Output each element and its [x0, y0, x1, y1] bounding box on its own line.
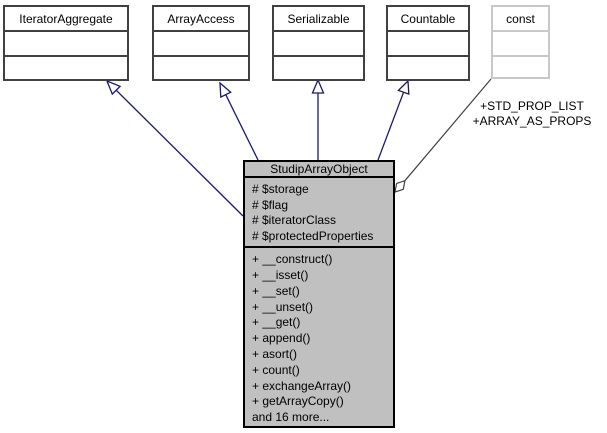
method-line: + append() — [252, 331, 311, 346]
empty-attributes-compartment — [5, 32, 127, 57]
method-line: + __isset() — [252, 268, 309, 283]
empty-methods-compartment — [274, 57, 363, 79]
const-edge-labels: +STD_PROP_LIST +ARRAY_AS_PROPS — [458, 99, 606, 129]
method-line: + __construct() — [252, 252, 333, 267]
interface-box-iteratoraggregate[interactable]: IteratorAggregate — [3, 5, 129, 81]
interface-name: ArrayAccess — [154, 7, 248, 32]
empty-methods-compartment — [5, 57, 127, 79]
method-line: + count() — [252, 362, 300, 377]
const-box-title: const — [493, 7, 548, 32]
inheritance-arrow-iteratoraggregate — [105, 79, 244, 217]
class-name: StudipArrayObject — [245, 162, 393, 179]
method-line: + getArrayCopy() — [252, 394, 344, 409]
attribute-line: # $flag — [252, 197, 289, 212]
attribute-line: # $protectedProperties — [252, 228, 374, 243]
empty-attributes-compartment — [493, 32, 548, 57]
empty-attributes-compartment — [154, 32, 248, 57]
class-attributes-compartment: # $storage # $flag # $iteratorClass # $p… — [245, 178, 393, 249]
empty-attributes-compartment — [274, 32, 363, 57]
method-line: + __set() — [252, 283, 300, 298]
interface-name: IteratorAggregate — [5, 7, 127, 32]
interface-name: Countable — [388, 7, 468, 32]
const-aggregation-edge — [394, 78, 492, 193]
interface-box-arrayaccess[interactable]: ArrayAccess — [152, 5, 250, 81]
edge-label-std-prop-list: +STD_PROP_LIST — [480, 99, 584, 113]
interface-box-countable[interactable]: Countable — [386, 5, 470, 81]
interface-name: Serializable — [274, 7, 363, 32]
interface-box-serializable[interactable]: Serializable — [272, 5, 365, 81]
inheritance-arrow-serializable — [311, 78, 325, 160]
empty-methods-compartment — [493, 57, 548, 77]
empty-methods-compartment — [388, 57, 468, 79]
attribute-line: # $storage — [252, 182, 309, 197]
class-methods-compartment: + __construct() + __isset() + __set() + … — [245, 248, 393, 426]
empty-attributes-compartment — [388, 32, 468, 57]
method-line: + exchangeArray() — [252, 378, 352, 393]
method-line: + asort() — [252, 347, 298, 362]
inheritance-arrow-arrayaccess — [219, 81, 259, 161]
empty-methods-compartment — [154, 57, 248, 79]
inheritance-arrow-countable — [377, 79, 410, 161]
method-line: + __get() — [252, 315, 301, 330]
const-box: const — [491, 5, 550, 79]
more-methods-note: and 16 more... — [252, 410, 330, 425]
method-line: + __unset() — [252, 299, 314, 314]
edge-label-array-as-props: +ARRAY_AS_PROPS — [472, 114, 592, 128]
class-box-studiparrayobject: StudipArrayObject # $storage # $flag # $… — [243, 160, 395, 428]
attribute-line: # $iteratorClass — [252, 213, 337, 228]
open-diamond — [394, 179, 406, 193]
